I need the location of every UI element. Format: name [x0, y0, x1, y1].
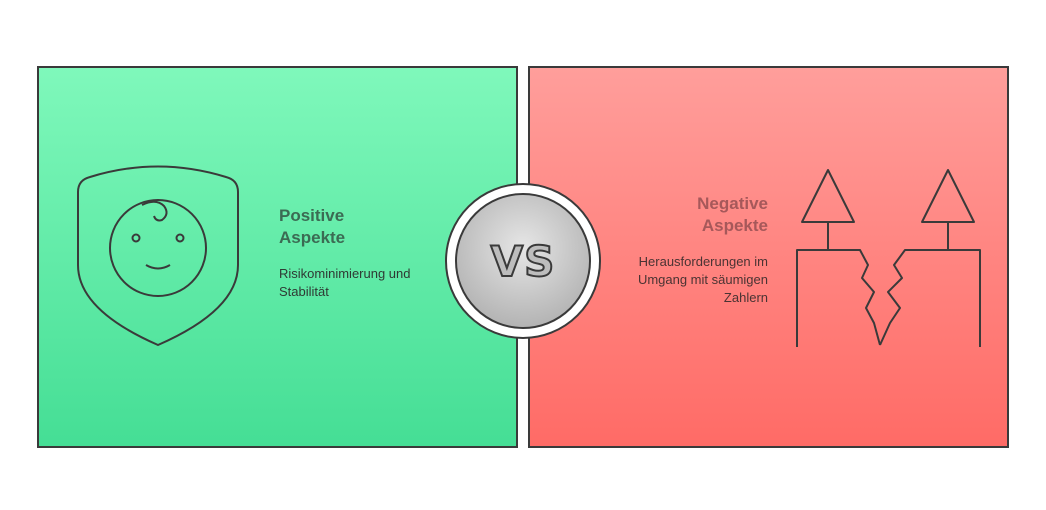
positive-title: Positive Aspekte: [279, 206, 346, 247]
negative-title: Negative Aspekte: [697, 194, 768, 235]
negative-description: Herausforderungen im Umgang mit säumigen…: [637, 254, 768, 305]
baby-shield-icon: [77, 165, 239, 347]
positive-description: Risikominimierung und Stabilität: [279, 266, 411, 299]
vs-badge: VS: [444, 182, 602, 340]
broken-warning-signs-icon: [796, 169, 981, 347]
vs-label: VS: [490, 236, 556, 287]
vs-badge-icon: [445, 183, 601, 339]
negative-panel: [528, 66, 1009, 448]
positive-panel: [37, 66, 518, 448]
